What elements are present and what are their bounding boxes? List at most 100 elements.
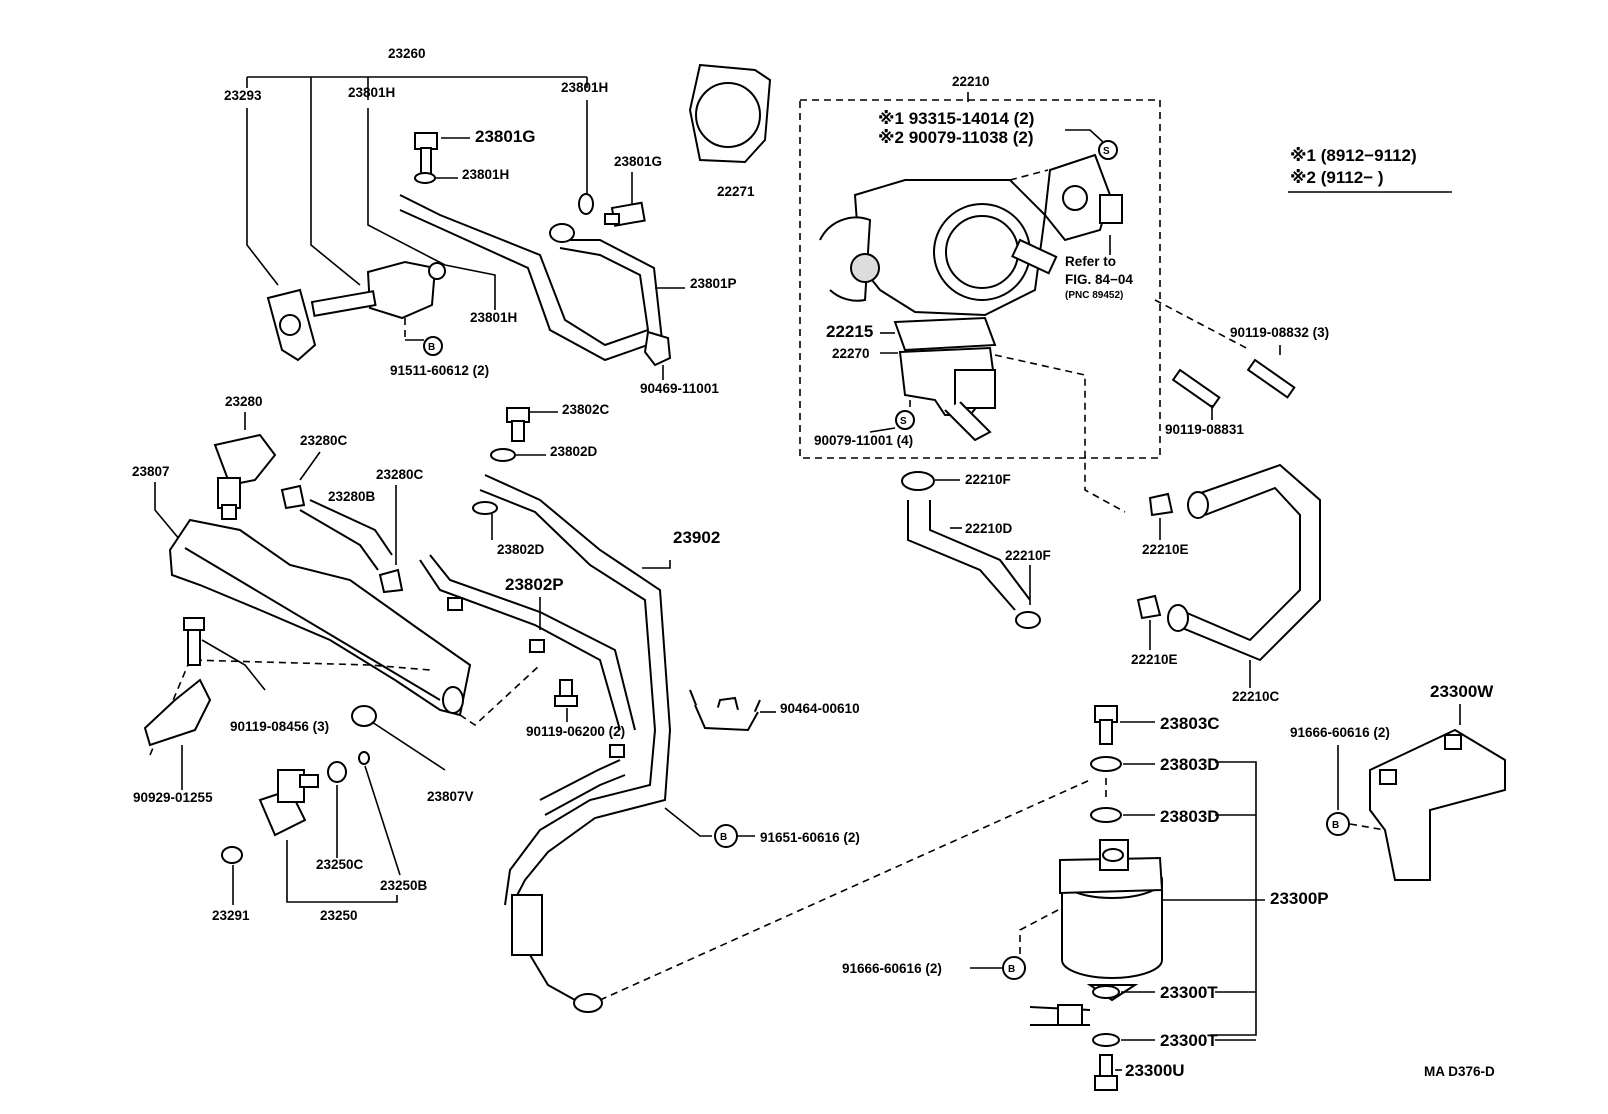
label-22210C: 22210C [1232,689,1280,704]
label-23260: 23260 [388,46,426,61]
label-22215: 22215 [826,322,873,341]
legend-note-1: ※1 (8912−9112) [1290,146,1417,165]
label-23802P: 23802P [505,575,564,594]
label-90929-01255: 90929-01255 [133,790,213,805]
label-22210: 22210 [952,74,990,89]
grommet-23807V: 23807V [351,705,474,804]
label-23300T-a: 23300T [1160,983,1218,1002]
bolt-23801G-b [604,201,646,227]
injector-23250: 23250C 23250B 23250 23291 [212,751,428,923]
label-23801H-a: 23801H [348,85,395,100]
hose-22210D [907,500,1016,611]
label-23801H-d: 23801H [470,310,517,325]
label-23280: 23280 [225,394,263,409]
legend-note-2: ※2 (9112− ) [1290,168,1384,187]
throttle-box-outline [799,99,1161,459]
label-23803D-a: 23803D [1160,755,1220,774]
label-23801H-c: 23801H [462,167,509,182]
throttle-note-2: ※2 90079-11038 (2) [878,128,1033,147]
refer-text-1: Refer to [1065,254,1116,269]
label-90119-08831: 90119-08831 [1165,422,1244,437]
label-23250B: 23250B [380,878,428,893]
label-23801P: 23801P [690,276,737,291]
throttle-note-1: ※1 93315-14014 (2) [878,109,1034,128]
hose-22210C [1174,463,1321,662]
label-23293: 23293 [224,88,262,103]
label-22210F-a: 22210F [965,472,1011,487]
hose-23280B [299,509,379,571]
legend: ※1 (8912−9112) ※2 (9112− ) [1288,146,1452,193]
label-23803C: 23803C [1160,714,1220,733]
label-22210F-b: 22210F [1005,548,1051,563]
label-23802D-a: 23802D [550,444,598,459]
label-22210D: 22210D [965,521,1013,536]
pipe-23801P [399,194,650,347]
fuel-filter-group-23300: 23803C 23803D 23803D 23300P B 91666-6061… [842,705,1329,1091]
label-23801G-a: 23801G [475,127,536,146]
svg-text:B: B [720,832,727,843]
svg-text:S: S [900,416,907,427]
delivery-pipe-23807: 23807 [132,464,541,756]
label-23802C: 23802C [562,402,610,417]
label-23803D-b: 23803D [1160,807,1220,826]
bolt-23801G-a [414,132,438,177]
label-23280C-a: 23280C [300,433,348,448]
throttle-body-group-22210: 22210 ※1 93315-14014 (2) ※2 90079-11038 … [799,74,1161,513]
label-23250C: 23250C [316,857,364,872]
label-23280C-b: 23280C [376,467,424,482]
pipe-23902 [484,474,672,906]
hoses-22210: 22210F 22210D 22210F 22210E 22210E 22210… [901,463,1321,704]
label-90119-08832: 90119-08832 (3) [1230,325,1329,340]
label-90119-08456: 90119-08456 (3) [230,719,329,734]
label-22210E-b: 22210E [1131,652,1178,667]
gasket-22215 [893,316,997,352]
bolts-90119-0883x: 90119-08832 (3) 90119-08831 [1154,299,1329,437]
label-23300W: 23300W [1430,682,1494,701]
bracket-90929: 90119-08456 (3) 90929-01255 [133,617,329,805]
cold-start-injector [366,260,437,320]
label-22210E-a: 22210E [1142,542,1189,557]
label-90464-00610: 90464-00610 [780,701,860,716]
figure-code: MA D376-D [1424,1064,1495,1079]
pipe-23802P [419,559,621,731]
symbol-b [1326,812,1350,836]
refer-text-3: (PNC 89452) [1065,290,1123,301]
svg-text:S: S [1103,146,1110,157]
svg-text:B: B [1008,964,1015,975]
label-91651-60616: 91651-60616 (2) [760,830,860,845]
svg-text:B: B [1332,820,1339,831]
clamp-90469 [643,330,672,367]
label-23291: 23291 [212,908,250,923]
symbol-b [423,336,443,356]
label-23802D-b: 23802D [497,542,545,557]
label-91666-60616-a: 91666-60616 (2) [842,961,942,976]
pressure-regulator-23280: 23280 23280C 23280B 23280C [213,394,424,594]
label-23902: 23902 [673,528,720,547]
label-23807V: 23807V [427,789,474,804]
symbol-s [1098,140,1118,160]
label-23801H-b: 23801H [561,80,608,95]
fuel-pipe-23802: 23802C 23802D 23802D 23902 23802P 90119-… [419,402,1091,1013]
svg-text:B: B [428,342,435,353]
label-90119-06200: 90119-06200 (2) [526,724,625,739]
group-23260: 23260 23293 23801H 23801H 23801G 23801H … [224,46,737,396]
refer-text-2: FIG. 84−04 [1065,272,1133,287]
label-23300T-b: 23300T [1160,1031,1218,1050]
label-91511-60612: 91511-60612 (2) [390,363,489,378]
label-23300P: 23300P [1270,889,1329,908]
label-90469-11001: 90469-11001 [640,381,719,396]
label-22271: 22271 [717,184,755,199]
label-91666-60616-b: 91666-60616 (2) [1290,725,1390,740]
label-90079-11001: 90079-11001 (4) [814,433,913,448]
label-23801G-b: 23801G [614,154,662,169]
label-23280B: 23280B [328,489,376,504]
label-23300U: 23300U [1125,1061,1185,1080]
label-22270: 22270 [832,346,870,361]
clip-90464: 90464-00610 [689,689,860,732]
label-23250: 23250 [320,908,358,923]
label-23807: 23807 [132,464,170,479]
bracket-23300W: 23300W 91666-60616 (2) B [1290,682,1506,881]
symbol-s [895,410,915,430]
gasket-22271: 22271 [688,63,772,199]
